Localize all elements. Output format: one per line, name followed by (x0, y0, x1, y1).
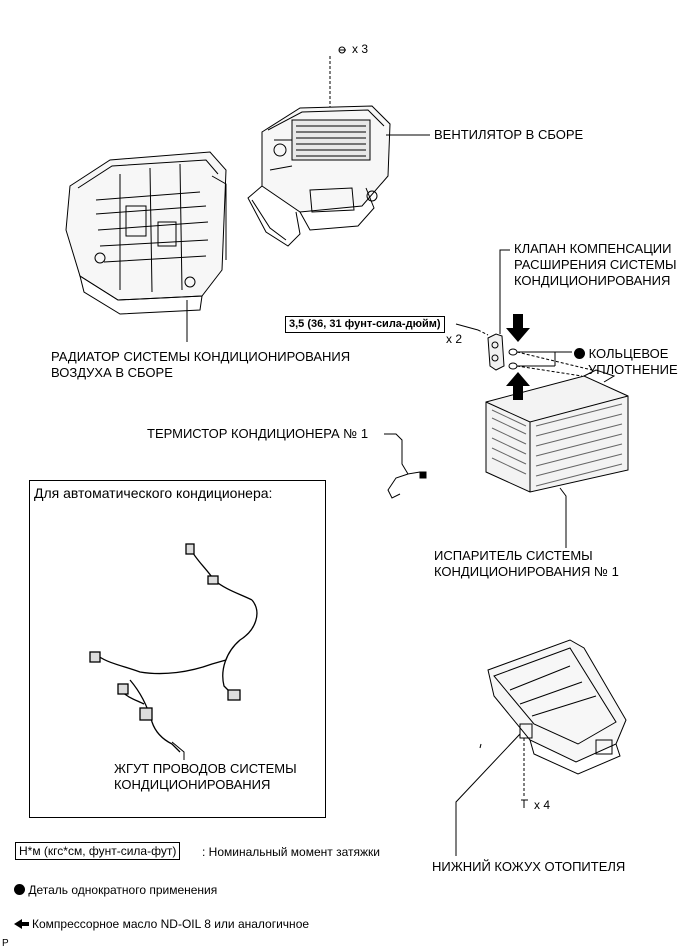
o-ring-text-1: КОЛЬЦЕВОЕ (588, 346, 669, 361)
bolt-bottom (521, 799, 528, 808)
lower-case-leader (455, 733, 521, 856)
evaporator-label-line2: КОНДИЦИОНИРОВАНИЯ № 1 (434, 564, 619, 579)
oil-arrow-down (506, 314, 530, 342)
lower-heater-case-label: НИЖНИЙ КОЖУХ ОТОПИТЕЛЯ (432, 859, 626, 874)
expansion-valve-label-line3: КОНДИЦИОНИРОВАНИЯ (514, 273, 671, 288)
evaporator-leader (559, 487, 567, 548)
harness-label-line1: ЖГУТ ПРОВОДОВ СИСТЕМЫ (114, 761, 297, 776)
evaporator-drawing (485, 369, 629, 493)
torque-spec-box: 3,5 (36, 31 фунт-сила-дюйм) (285, 316, 445, 333)
legend-non-reusable: Деталь однократного применения (14, 882, 217, 898)
corner-mark: P (2, 938, 9, 949)
bolt-valve (455, 323, 489, 336)
thermistor-drawing (384, 433, 427, 499)
harness-label-line2: КОНДИЦИОНИРОВАНИЯ (114, 777, 271, 792)
evaporator-label-line1: ИСПАРИТЕЛЬ СИСТЕМЫ (434, 548, 593, 563)
legend-oil: Компрессорное масло ND-OIL 8 или аналоги… (14, 916, 309, 932)
o-ring-label-line2: УПЛОТНЕНИЕ (588, 362, 678, 377)
non-reusable-dot-icon (14, 884, 25, 895)
legend-non-reusable-text: Деталь однократного применения (28, 883, 218, 897)
expansion-valve-drawing (487, 333, 505, 371)
blower-assembly-label: ВЕНТИЛЯТОР В СБОРЕ (434, 127, 584, 142)
legend-torque-unit-box: Н*м (кгс*см, фунт-сила-фут) (15, 842, 181, 860)
thermistor-label: ТЕРМИСТОР КОНДИЦИОНЕРА № 1 (147, 426, 369, 441)
blower-assembly-drawing (247, 105, 391, 247)
o-ring-drawing (508, 348, 593, 377)
radiator-label-line2: ВОЗДУХА В СБОРЕ (51, 365, 173, 380)
stray-mark (479, 743, 482, 749)
auto-ac-frame (29, 480, 326, 818)
heater-radiator-assembly-drawing (65, 151, 227, 315)
legend-torque-description: : Номинальный момент затяжки (202, 845, 380, 859)
expansion-valve-label-line2: РАСШИРЕНИЯ СИСТЕМЫ (514, 257, 677, 272)
lower-heater-case-drawing (487, 639, 627, 775)
expansion-valve-label-line1: КЛАПАН КОМПЕНСАЦИИ (514, 241, 672, 256)
wire-harness-drawing (89, 543, 258, 753)
radiator-label-line1: РАДИАТОР СИСТЕМЫ КОНДИЦИОНИРОВАНИЯ (51, 349, 351, 364)
harness-leader (171, 741, 185, 760)
bolt-top-quantity: x 3 (352, 42, 369, 56)
o-ring-label-line1: КОЛЬЦЕВОЕ (574, 346, 668, 362)
auto-ac-frame-title: Для автоматического кондиционера: (34, 485, 273, 501)
bolt-valve-quantity: x 2 (446, 332, 463, 346)
non-reusable-dot-icon (574, 348, 585, 359)
oil-arrow-icon (14, 919, 29, 929)
bolt-bottom-quantity: x 4 (534, 798, 551, 812)
oil-arrow-up (506, 372, 530, 400)
valve-leader (499, 249, 510, 334)
legend-oil-text: Компрессорное масло ND-OIL 8 или аналоги… (32, 917, 310, 931)
bolt-top (338, 46, 346, 54)
